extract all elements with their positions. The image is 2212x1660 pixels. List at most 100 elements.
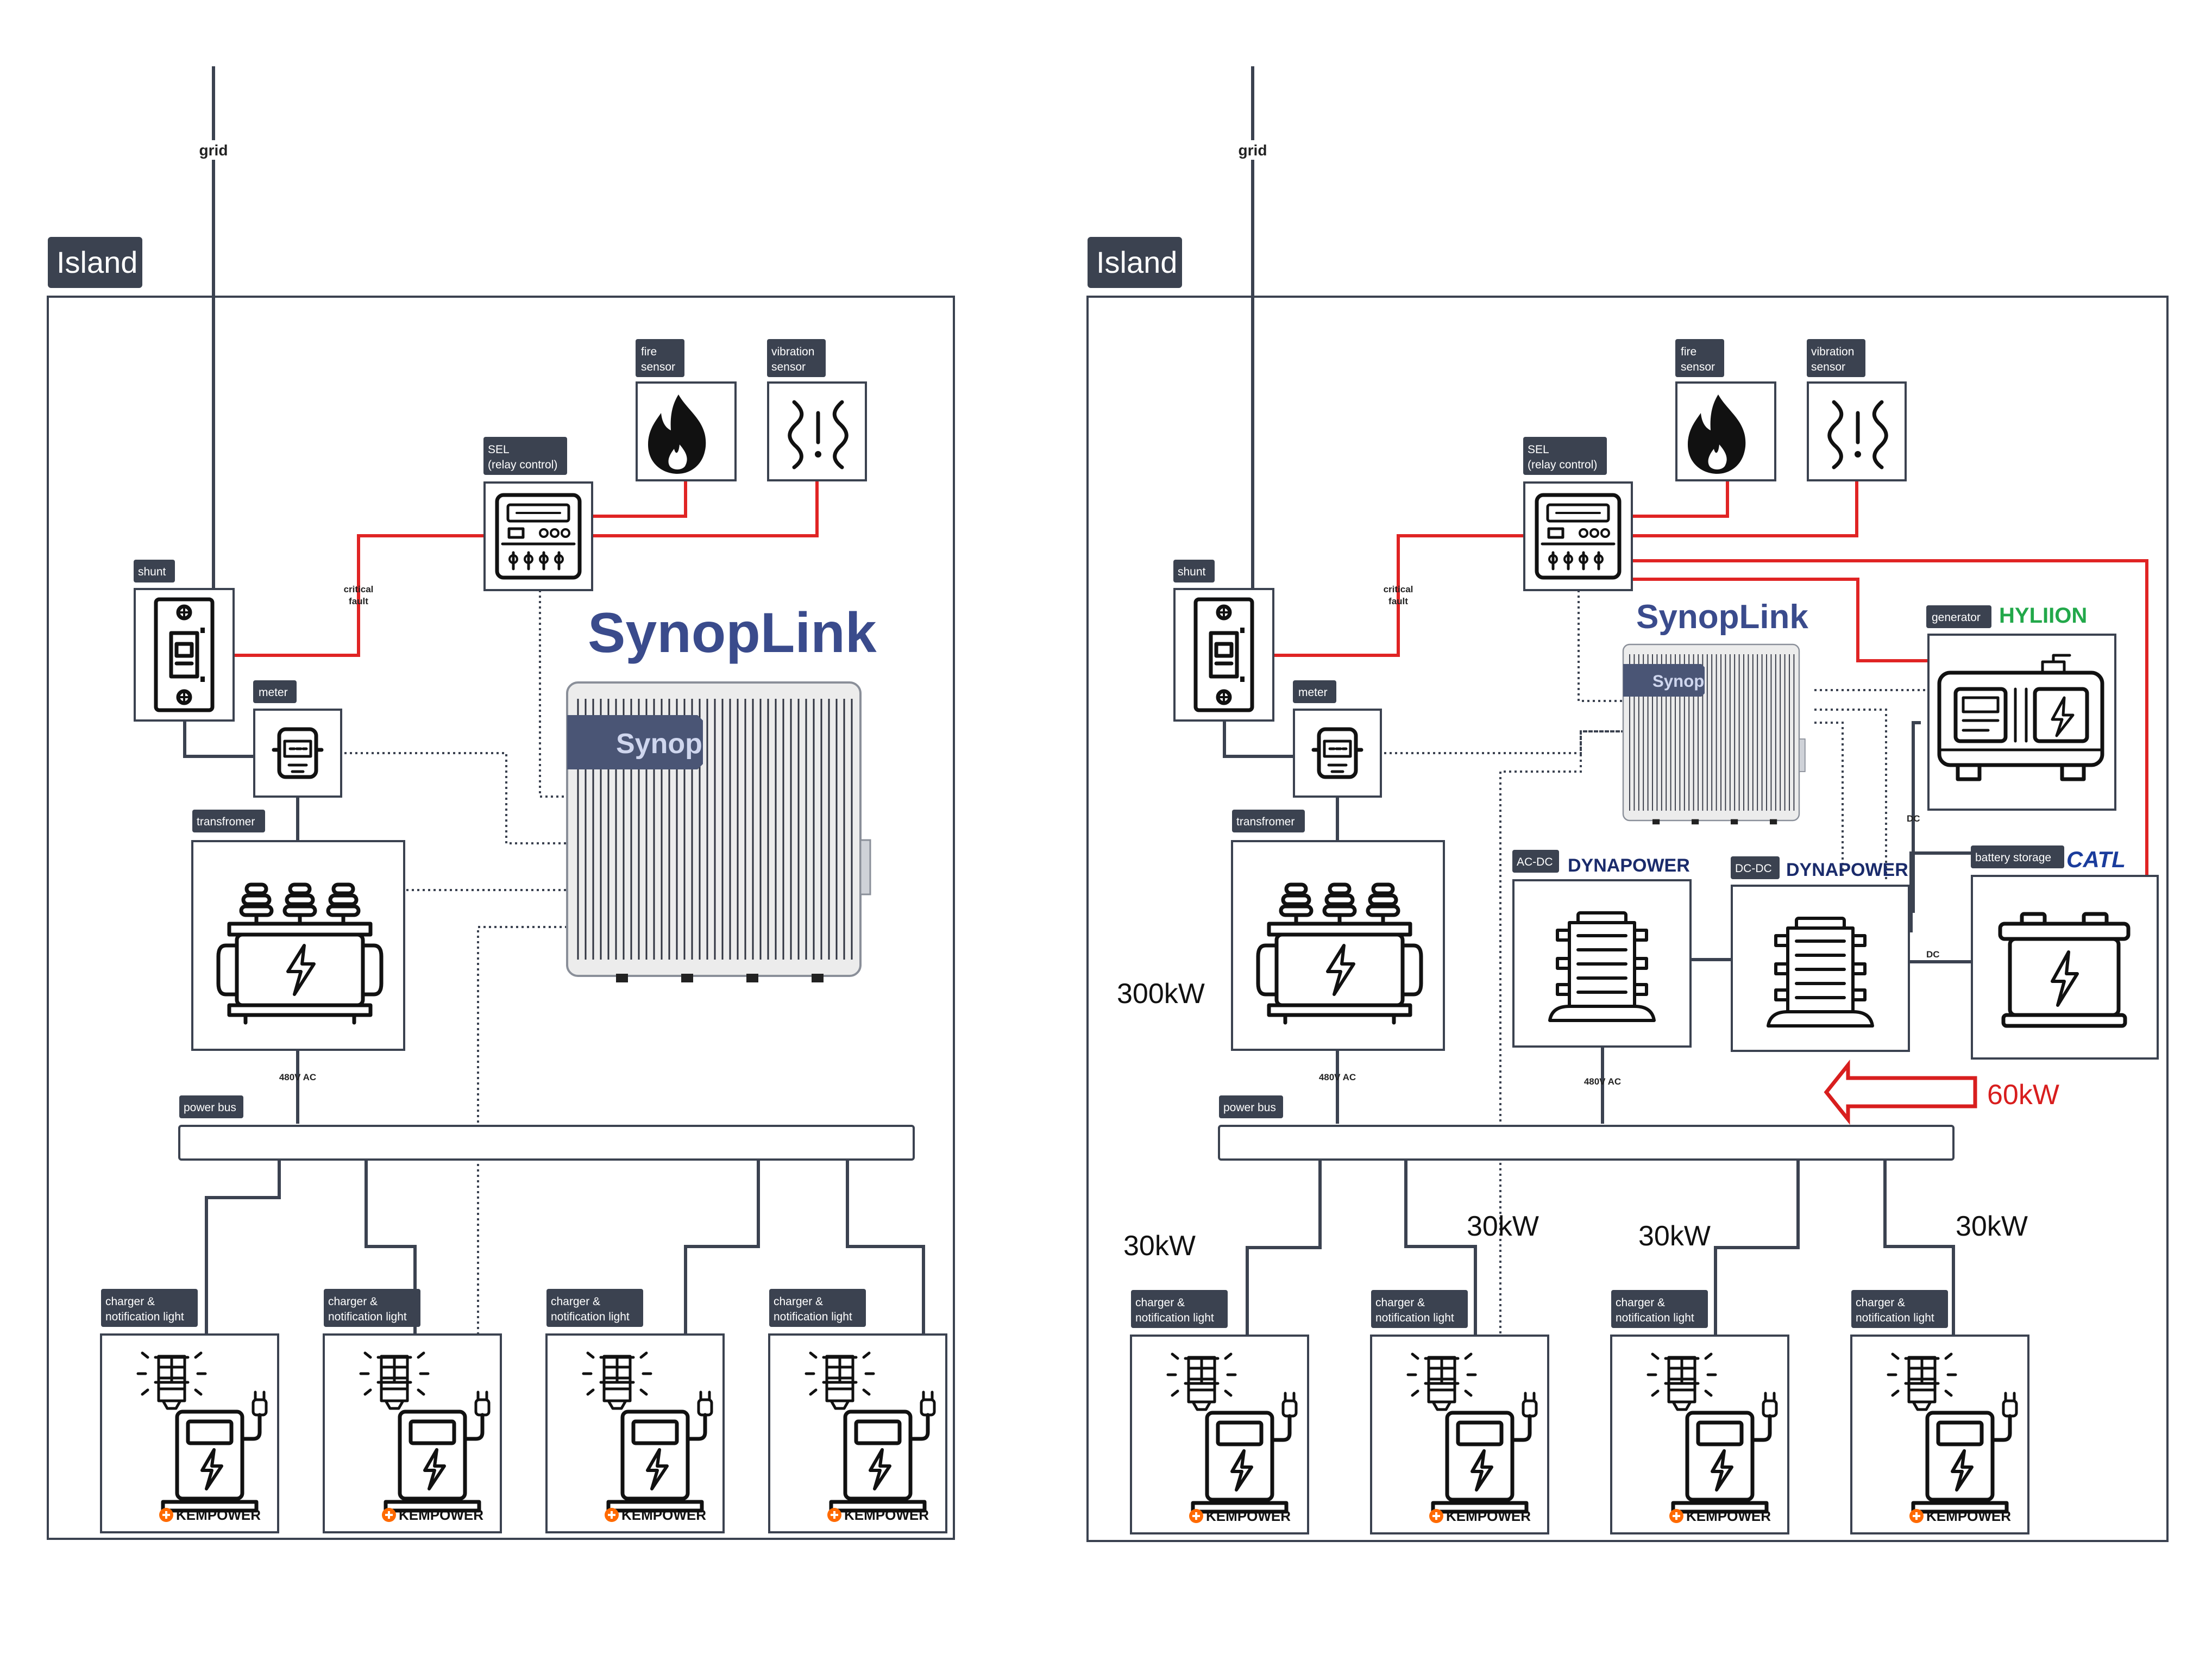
hyliion-logo: HYLIION [1999,604,2087,628]
transformer-power: 300kW [1117,978,1205,1010]
svg-text:KEMPOWER: KEMPOWER [176,1507,261,1523]
kempower-logo-icon [1428,1508,1444,1524]
dynapower-logo: DYNAPOWER [1786,860,1908,880]
charger-4: charger & notification light KEMPOWER [768,1289,947,1533]
svg-text:480V AC: 480V AC [1319,1072,1356,1082]
charger-3: charger & notification light KEMPOWER [1610,1290,1789,1534]
svg-text:SEL: SEL [488,443,510,456]
svg-text:notification light: notification light [1375,1312,1454,1324]
charger-3: charger & notification light KEMPOWER [545,1289,725,1533]
svg-text:charger &: charger & [774,1295,823,1308]
svg-text:sensor: sensor [1811,361,1845,373]
svg-text:(relay control): (relay control) [488,459,557,471]
charger-power-4: 30kW [1956,1211,2028,1242]
kempower-logo-icon [1188,1508,1204,1524]
battery-label: battery storage [1975,851,2051,864]
kempower-logo-icon [381,1507,397,1523]
kempower-logo-icon [1908,1508,1925,1524]
synop-controller: Synop [566,681,871,984]
svg-text:notification light: notification light [1135,1312,1214,1324]
dynapower-logo: DYNAPOWER [1568,855,1690,876]
kempower-logo-icon [826,1507,843,1523]
svg-text:notification light: notification light [328,1311,407,1323]
charger-2: charger & notification light KEMPOWER [1370,1290,1549,1534]
svg-text:(relay control): (relay control) [1528,459,1597,471]
svg-text:critical: critical [344,584,374,594]
svg-text:DC: DC [1926,949,1940,960]
power-bus [1218,1125,1955,1161]
synop-controller: Synop [1622,643,1806,825]
transformer-label: transfromer [197,816,255,828]
svg-text:DC: DC [1907,813,1920,824]
power-bus [178,1125,915,1161]
svg-text:KEMPOWER: KEMPOWER [1686,1508,1771,1524]
svg-text:charger &: charger & [551,1295,600,1308]
power-bus-label: power bus [1223,1101,1276,1114]
svg-text:charger &: charger & [1135,1296,1185,1309]
battery-storage [1971,875,2159,1060]
panel-island-left: Island grid shunt critical fault meter [47,66,955,1540]
svg-text:KEMPOWER: KEMPOWER [1206,1508,1291,1524]
transformer-label: transfromer [1236,816,1294,828]
meter [253,709,342,798]
svg-text:KEMPOWER: KEMPOWER [399,1507,483,1523]
svg-text:vibration: vibration [771,346,814,358]
svg-text:critical: critical [1384,584,1413,594]
shunt-label: shunt [1178,566,1206,578]
catl-logo: CATL [2066,847,2126,872]
kempower-logo-icon [1668,1508,1685,1524]
svg-text:notification light: notification light [1616,1312,1694,1324]
svg-text:Synop: Synop [1652,672,1704,691]
sel-relay [1523,481,1633,591]
svg-text:charger &: charger & [1856,1296,1905,1309]
svg-text:charger &: charger & [1375,1296,1425,1309]
synoplink-logo: SynopLink [588,602,877,665]
svg-text:Synop: Synop [616,728,702,760]
synoplink-logo: SynopLink [1636,598,1808,636]
svg-text:fire: fire [641,346,657,358]
grid-label: grid [1239,142,1267,159]
charger-4: charger & notification light KEMPOWER [1850,1290,2029,1534]
svg-text:fault: fault [349,596,368,606]
svg-text:sensor: sensor [641,361,675,373]
svg-text:SEL: SEL [1528,443,1549,456]
charger-1: charger & notification light KEMPOWER [100,1289,279,1533]
panel-island-right: Island grid shunt criti [1086,66,2169,1542]
svg-text:notification light: notification light [105,1311,184,1323]
svg-text:fault: fault [1388,596,1408,606]
svg-text:vibration: vibration [1811,346,1854,358]
generator-label: generator [1932,611,1981,624]
meter-label: meter [259,686,288,699]
dcdc-label: DC-DC [1735,862,1772,875]
svg-text:charger &: charger & [1616,1296,1665,1309]
kempower-logo-icon [158,1507,174,1523]
svg-text:charger &: charger & [105,1295,155,1308]
battery-power: 60kW [1987,1079,2059,1111]
svg-text:sensor: sensor [771,361,806,373]
svg-text:sensor: sensor [1681,361,1715,373]
charger-2: charger & notification light KEMPOWER [323,1289,502,1533]
discharge-arrow [1824,1060,1977,1125]
svg-text:480V AC: 480V AC [279,1072,316,1082]
svg-text:fire: fire [1681,346,1696,358]
sel-relay [483,481,593,591]
svg-text:notification light: notification light [1856,1312,1934,1324]
grid-label: grid [199,142,228,159]
charger-power-2: 30kW [1467,1211,1539,1242]
svg-text:KEMPOWER: KEMPOWER [844,1507,929,1523]
charger-1: charger & notification light KEMPOWER [1130,1290,1309,1534]
charger-power-3: 30kW [1638,1220,1711,1252]
svg-text:KEMPOWER: KEMPOWER [621,1507,706,1523]
meter-label: meter [1298,686,1328,699]
svg-text:notification light: notification light [551,1311,630,1323]
island-frame [47,296,955,1540]
kempower-logo-icon [604,1507,620,1523]
svg-text:480V AC: 480V AC [1584,1076,1621,1087]
meter [1293,709,1382,798]
acdc-label: AC-DC [1517,856,1553,868]
island-label: Island [1096,245,1177,279]
island-frame [1086,296,2169,1542]
svg-text:charger &: charger & [328,1295,378,1308]
power-bus-label: power bus [184,1101,236,1114]
